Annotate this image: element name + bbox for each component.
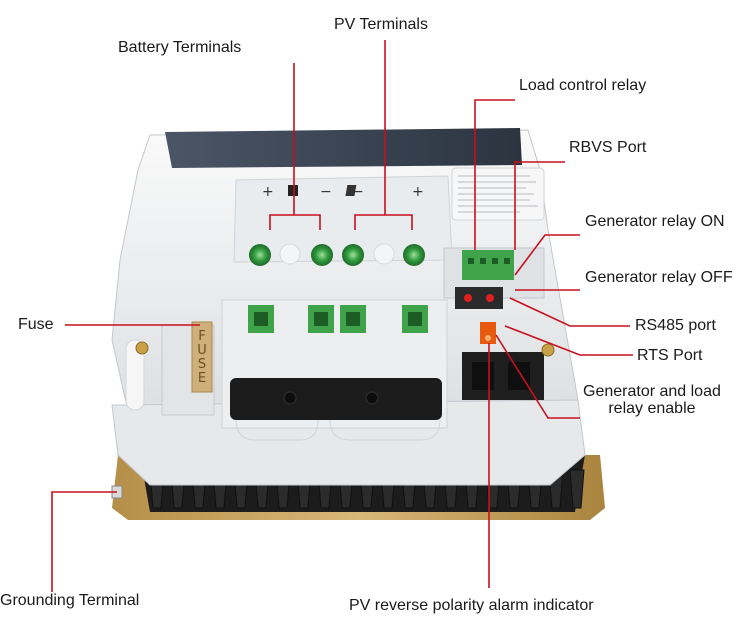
label-grounding-terminal: Grounding Terminal (0, 592, 140, 609)
cable-clamp-bar (230, 378, 442, 420)
heat-sink-fin (569, 469, 585, 509)
label-battery-terminals: Battery Terminals (118, 39, 242, 56)
leader-pv-bracket (354, 214, 413, 230)
leader-load-control-relay (474, 99, 515, 250)
pv-positive-screw (403, 244, 425, 266)
leader-generator-load-relay-enable (495, 334, 580, 419)
label-generator-relay-off: Generator relay OFF (585, 269, 733, 286)
label-fuse: Fuse (18, 316, 54, 333)
leader-grounding-terminal (51, 491, 117, 592)
terminal-mark: − (352, 184, 364, 200)
terminal-screws (249, 243, 425, 266)
label-pv-reverse-polarity-alarm-indicator: PV reverse polarity alarm indicator (349, 597, 594, 614)
terminal-mark: + (412, 184, 424, 200)
rbvs-rs485-jacks (455, 287, 503, 309)
label-generator-and-load-relay-enable: Generator and load relay enable (583, 383, 721, 417)
terminal-mark: − (320, 184, 332, 200)
leader-generator-relay-on (514, 234, 580, 276)
label-generator-relay-on: Generator relay ON (585, 213, 725, 230)
battery-negative-screw (311, 244, 333, 266)
label-rs485-port: RS485 port (635, 317, 716, 334)
label-rts-port: RTS Port (637, 347, 703, 364)
leader-battery-bracket (269, 214, 321, 230)
pv-panel-icon (345, 185, 357, 196)
label-pv-terminals: PV Terminals (334, 16, 428, 33)
relay-block (443, 247, 555, 400)
terminal-mark: + (262, 184, 274, 200)
label-rbvs-port: RBVS Port (569, 139, 647, 156)
enable-switch (480, 322, 496, 344)
leader-lines (51, 40, 633, 592)
leader-rs485-port (509, 297, 630, 327)
relay-terminal-block (462, 250, 514, 280)
leader-rbvs-port (514, 161, 565, 250)
label-load-control-relay: Load control relay (519, 77, 647, 94)
battery-positive-screw (249, 244, 271, 266)
pv-negative-screw (342, 244, 364, 266)
leader-rts-port (504, 325, 633, 356)
battery-icon (288, 185, 298, 196)
